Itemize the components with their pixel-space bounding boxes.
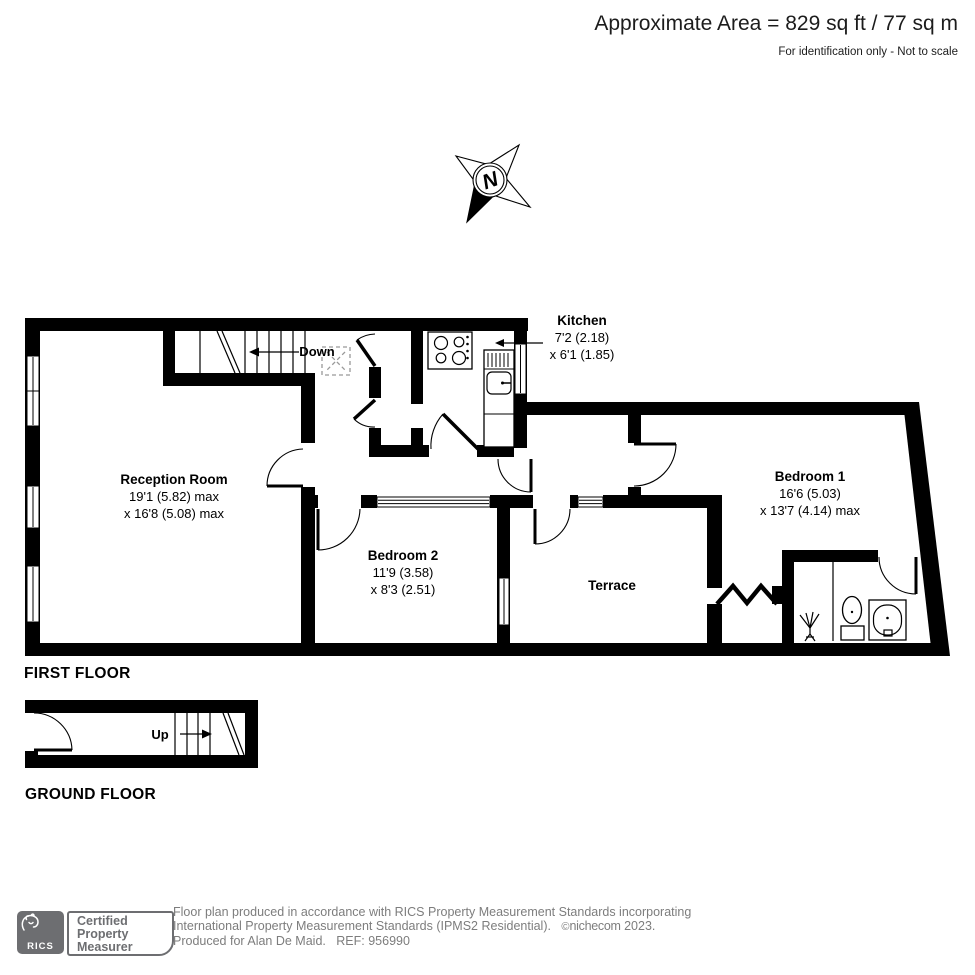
footer-line1: Floor plan produced in accordance with R… [173, 905, 692, 919]
hob-icon [427, 331, 473, 370]
door-bathroom [878, 556, 918, 595]
approximate-area-text: Approximate Area = 829 sq ft / 77 sq m [594, 12, 958, 35]
copyright-symbol: © [561, 920, 570, 933]
room-label-bedroom1: Bedroom 1 16'6 (5.03) x 13'7 (4.14) max [760, 468, 860, 519]
door-entrance-hall [497, 458, 533, 493]
ground-floor-label: GROUND FLOOR [25, 786, 157, 803]
room-label-terrace: Terrace [588, 577, 636, 594]
stairs-up-label: Up [151, 727, 169, 742]
bedroom1-name: Bedroom 1 [774, 469, 846, 484]
toilet-icon [840, 595, 865, 641]
door-hall-upper [355, 333, 377, 367]
bedroom2-name: Bedroom 2 [367, 548, 439, 563]
badge-line2: Property [77, 927, 129, 942]
reception-dim2: x 16'8 (5.08) max [123, 506, 225, 521]
room-label-bedroom2: Bedroom 2 11'9 (3.58) x 8'3 (2.51) [368, 547, 439, 598]
badge-line3: Measurer [77, 940, 133, 955]
certified-property-measurer-badge: Certified Property Measurer [67, 911, 174, 956]
bedroom1-dim1: 16'6 (5.03) [779, 486, 841, 501]
reception-dim1: 19'1 (5.82) max [129, 489, 219, 504]
reception-name: Reception Room [120, 472, 228, 487]
bifold-zigzag [715, 582, 779, 607]
room-label-kitchen: Kitchen 7'2 (2.18) x 6'1 (1.85) [550, 312, 615, 363]
bedroom1-dim2: x 13'7 (4.14) max [759, 503, 861, 518]
window-bedroom2-top [376, 496, 491, 508]
room-label-reception: Reception Room 19'1 (5.82) max x 16'8 (5… [120, 471, 227, 522]
ground-floor-walls [25, 700, 258, 768]
nichecom-brand: nichecom [569, 918, 621, 933]
footer-disclaimer-text: Floor plan produced in accordance with R… [173, 905, 692, 948]
bathroom-fixtures [799, 562, 907, 642]
disclaimer-text: For identification only - Not to scale [778, 46, 958, 58]
kitchen-name: Kitchen [557, 313, 607, 328]
windows [26, 343, 604, 626]
door-bedroom1 [633, 442, 677, 487]
door-bedroom2 [316, 508, 361, 551]
stairs-down-label: Down [299, 344, 335, 359]
window-reception-2 [26, 485, 40, 529]
footer-line3: Produced for Alan De Maid. REF: 956990 [173, 933, 410, 948]
shower-icon [799, 611, 820, 642]
bedroom2-dim1: 11'9 (3.58) [372, 565, 434, 580]
window-reception-3 [26, 565, 40, 623]
door-kitchen [430, 412, 480, 451]
compass-icon: N [454, 143, 532, 224]
rics-wordmark: RICS [27, 941, 54, 952]
rics-logo: RICS [17, 911, 64, 954]
door-reception [266, 448, 304, 488]
stairs-ground-floor-icon [174, 712, 245, 756]
basin-icon [868, 599, 907, 641]
window-terrace-top [577, 496, 604, 508]
loft-hatch-icon [321, 346, 351, 376]
rics-lion-icon [21, 913, 39, 931]
door-terrace [533, 508, 571, 545]
kitchen-dim1: 7'2 (2.18) [554, 330, 610, 345]
sink-icon [483, 349, 515, 448]
footer-line2: International Property Measurement Stand… [173, 918, 656, 933]
ground-floor-door [33, 712, 73, 752]
terrace-name: Terrace [588, 578, 636, 593]
door-hall-lower [352, 398, 377, 428]
doors [266, 333, 918, 595]
window-bedroom2-terrace [498, 577, 510, 626]
kitchen-callout-arrow [495, 339, 543, 347]
window-kitchen [514, 343, 527, 395]
stairs-first-floor-icon [199, 330, 306, 374]
kitchen-dim2: x 6'1 (1.85) [549, 347, 615, 362]
badge-line1: Certified [77, 914, 128, 928]
first-floor-label: FIRST FLOOR [24, 665, 131, 682]
window-reception-1 [26, 355, 40, 427]
bedroom2-dim2: x 8'3 (2.51) [370, 582, 436, 597]
